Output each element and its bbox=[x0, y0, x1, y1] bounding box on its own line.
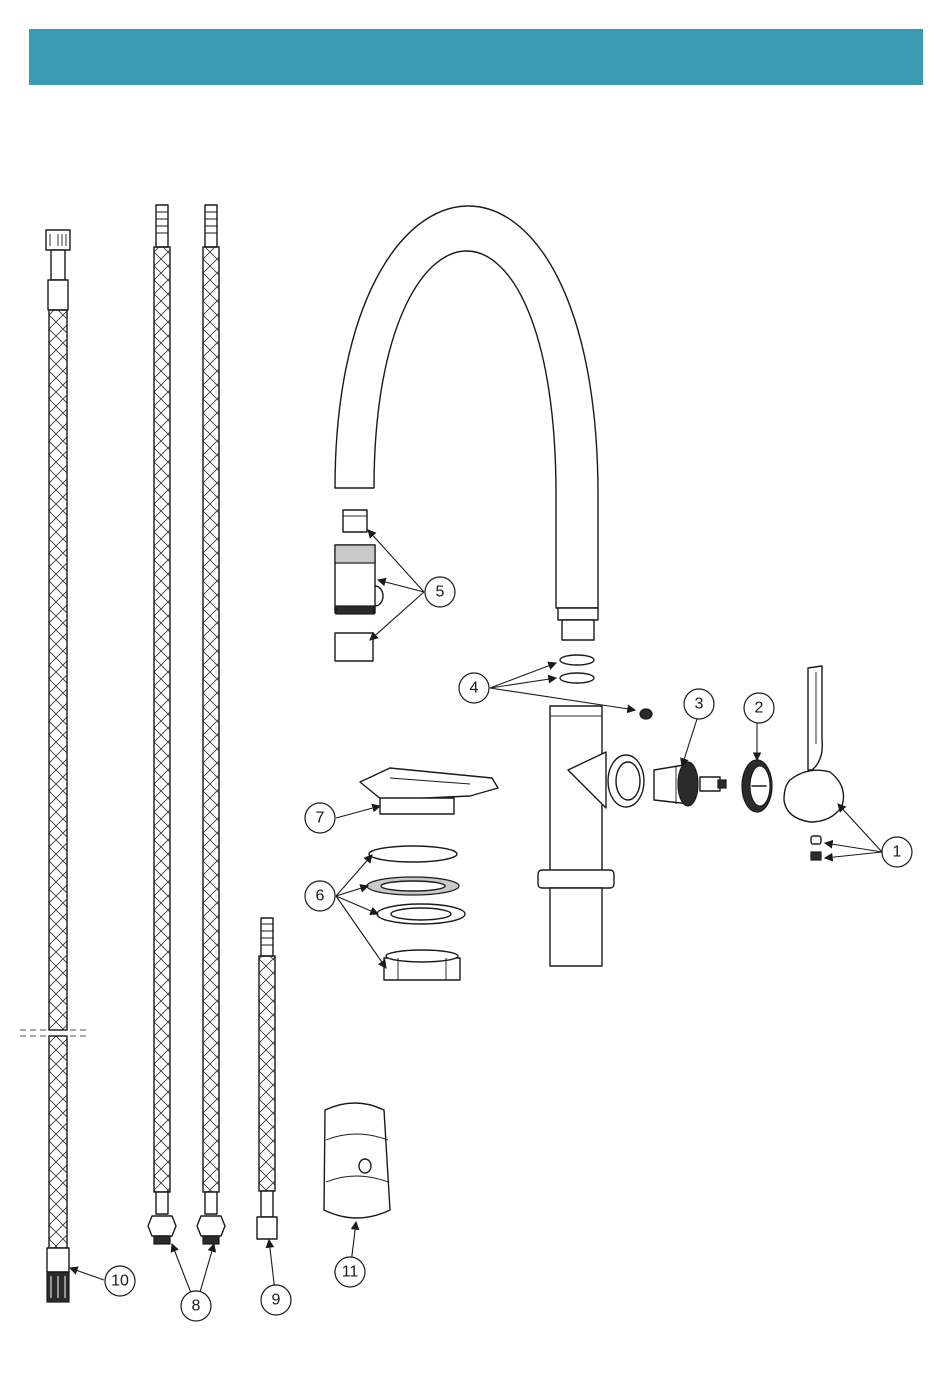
hose-long bbox=[20, 230, 90, 1302]
base-plate bbox=[360, 768, 498, 814]
washers-and-nut bbox=[367, 846, 465, 980]
callout-4-label: 4 bbox=[470, 680, 479, 697]
callout-9-label: 9 bbox=[272, 1292, 281, 1309]
callout-5: 5 bbox=[425, 577, 455, 607]
callout-2-label: 2 bbox=[755, 700, 764, 717]
callout-6: 6 bbox=[305, 881, 335, 911]
rubber-block bbox=[324, 1103, 390, 1218]
callout-8: 8 bbox=[181, 1291, 211, 1321]
callout-10-label: 10 bbox=[111, 1273, 129, 1290]
callout-1-label: 1 bbox=[893, 844, 902, 861]
callout-11: 11 bbox=[335, 1257, 365, 1287]
callout-8-label: 8 bbox=[192, 1298, 201, 1315]
leader-lines bbox=[70, 530, 882, 1306]
hose-pair bbox=[148, 205, 225, 1244]
callout-10: 10 bbox=[105, 1266, 135, 1296]
faucet-body bbox=[538, 706, 644, 966]
spray-head-parts bbox=[335, 510, 383, 661]
cover-cap bbox=[742, 760, 772, 812]
callout-4: 4 bbox=[459, 673, 489, 703]
callout-9: 9 bbox=[261, 1285, 291, 1315]
hose-short bbox=[257, 918, 277, 1239]
callout-7: 7 bbox=[305, 803, 335, 833]
callout-2: 2 bbox=[744, 693, 774, 723]
callout-11-label: 11 bbox=[342, 1264, 359, 1281]
cartridge bbox=[654, 762, 726, 806]
lever-handle bbox=[784, 666, 844, 860]
callout-3: 3 bbox=[684, 689, 714, 719]
callout-6-label: 6 bbox=[316, 888, 325, 905]
callout-3-label: 3 bbox=[695, 696, 704, 713]
callout-5-label: 5 bbox=[436, 584, 445, 601]
callout-1: 1 bbox=[882, 837, 912, 867]
callout-7-label: 7 bbox=[316, 810, 325, 827]
